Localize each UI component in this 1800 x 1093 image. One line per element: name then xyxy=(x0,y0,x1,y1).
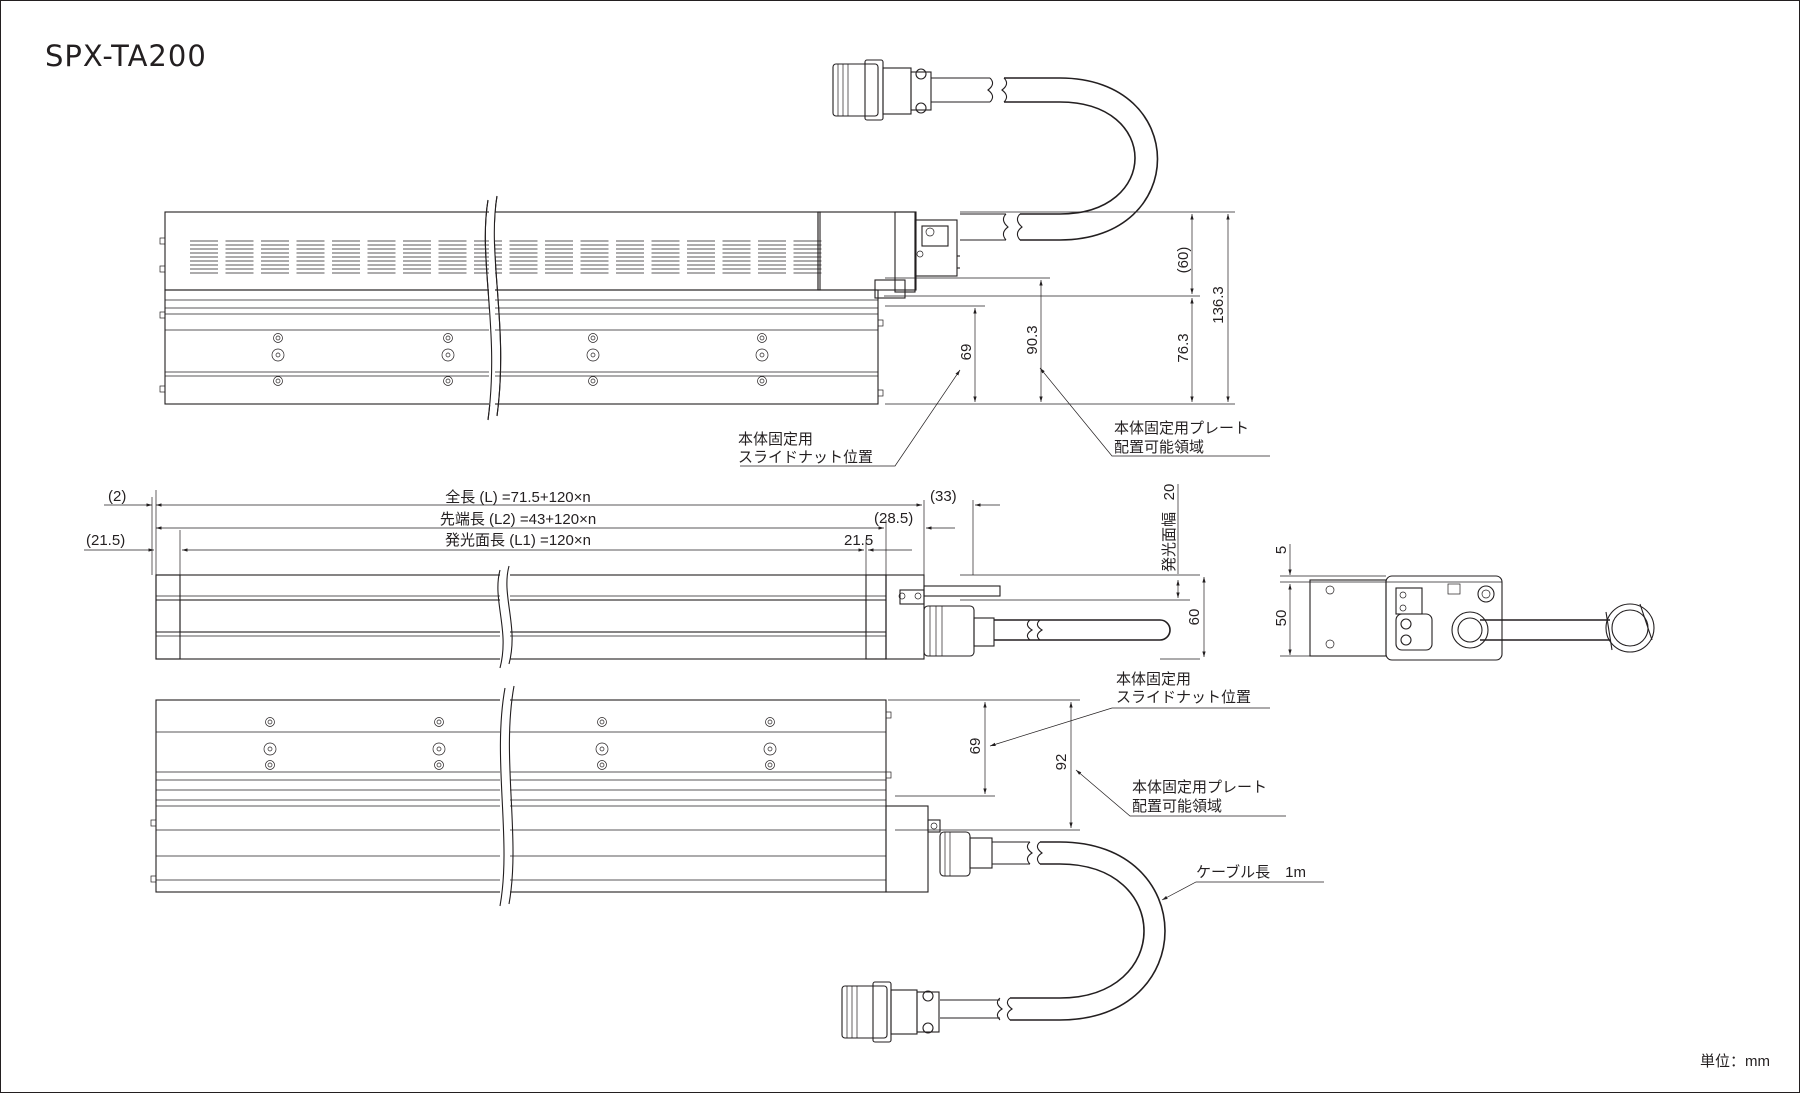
dim-2: (2) xyxy=(108,488,126,505)
label-slide-nut-top-2: スライドナット位置 xyxy=(738,449,873,466)
bottom-body xyxy=(155,699,887,893)
front-view: (2) 全長 (L) =71.5+120×n (33) 先端長 (L2) =43… xyxy=(84,484,1206,669)
label-plate-top-2: 配置可能領域 xyxy=(1114,439,1204,456)
cable-bottom xyxy=(1010,841,1166,1021)
dim-tip-length: 先端長 (L2) =43+120×n xyxy=(440,511,596,528)
drawing-title: SPX-TA200 xyxy=(45,39,207,73)
label-cable-length: ケーブル長 1m xyxy=(1196,863,1306,881)
dim-60-front: 60 xyxy=(1186,609,1203,626)
top-view: (60) 136.3 76.3 90.3 69 本体固定用 スライドナット位置 … xyxy=(159,59,1270,467)
dim-60-top: (60) xyxy=(1175,247,1192,274)
dim-90-3: 90.3 xyxy=(1024,325,1041,354)
dim-76-3: 76.3 xyxy=(1175,333,1192,362)
front-body xyxy=(155,574,887,660)
unit-label: 単位：mm xyxy=(1700,1053,1770,1070)
cable-top xyxy=(1004,77,1159,241)
label-plate-bottom-2: 配置可能領域 xyxy=(1132,798,1222,815)
vent-slots xyxy=(190,240,822,274)
label-emission-width: 発光面幅 xyxy=(1161,512,1178,572)
emission-surface xyxy=(179,599,867,633)
dim-total-length: 全長 (L) =71.5+120×n xyxy=(445,488,591,506)
label-slide-nut-bottom-1: 本体固定用 xyxy=(1116,671,1191,688)
bottom-screws xyxy=(263,717,777,770)
label-plate-bottom-1: 本体固定用プレート xyxy=(1132,779,1267,796)
dim-21-5-right: 21.5 xyxy=(844,532,873,549)
top-body-rail xyxy=(164,289,879,405)
dim-69-bottom: 69 xyxy=(967,738,984,755)
top-screws xyxy=(271,333,769,386)
side-view: 5 50 xyxy=(1273,544,1655,661)
dim-5: 5 xyxy=(1273,546,1290,554)
connector-top xyxy=(832,59,1008,121)
dim-33: (33) xyxy=(930,488,957,505)
dim-92: 92 xyxy=(1053,754,1070,771)
dim-20: 20 xyxy=(1161,484,1178,501)
dim-50: 50 xyxy=(1273,610,1290,627)
dim-69-top: 69 xyxy=(958,344,975,361)
bottom-view: 69 92 本体固定用 スライドナット位置 本体固定用プレート 配置可能領域 ケ… xyxy=(150,671,1324,1043)
dim-136-3: 136.3 xyxy=(1210,286,1227,324)
label-slide-nut-top-1: 本体固定用 xyxy=(738,431,813,448)
label-plate-top-1: 本体固定用プレート xyxy=(1114,420,1249,437)
dim-emission-length: 発光面長 (L1) =120×n xyxy=(445,532,591,549)
label-slide-nut-bottom-2: スライドナット位置 xyxy=(1116,689,1251,706)
dim-28-5: (28.5) xyxy=(874,510,913,527)
dim-21-5-left: (21.5) xyxy=(86,532,125,549)
